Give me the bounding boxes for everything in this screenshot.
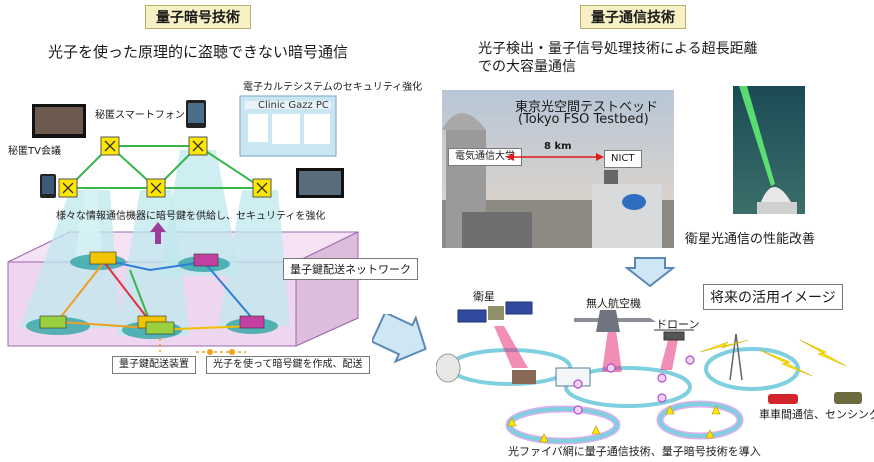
label-distance: 8 km — [544, 141, 572, 152]
label-satellite-improve: 衛星光通信の性能改善 — [685, 232, 816, 247]
ground-station-icon — [436, 353, 536, 384]
qkd-devices — [39, 251, 265, 335]
testbed-subtitle: (Tokyo FSO Testbed) — [518, 112, 649, 127]
crypto-nodes — [58, 136, 272, 198]
device-monitor-right — [296, 168, 344, 198]
building-icon — [555, 367, 591, 387]
label-photon-key: 光子を使って暗号鍵を作成、配送 — [206, 356, 370, 374]
screen-caption: Clinic Gazz PC — [258, 100, 329, 111]
device-smartphone — [186, 100, 206, 128]
label-uav: 無人航空機 — [586, 297, 641, 310]
qkd-network-diagram: Clinic Gazz PC — [7, 95, 359, 355]
label-supply: 様々な情報通信機器に暗号鍵を供給し、セキュリティを強化 — [56, 211, 326, 222]
label-karte: 電子カルテシステムのセキュリティ強化 — [243, 82, 423, 93]
left-header: 量子暗号技術 — [145, 5, 251, 29]
testbed-title: 東京光空間テストベッド — [515, 100, 659, 115]
label-network: 量子鍵配送ネットワーク — [283, 258, 418, 280]
right-subtitle-1: 光子検出・量子信号処理技術による超長距離 — [478, 41, 758, 57]
drone-icon — [654, 329, 694, 341]
device-phone-left — [40, 174, 56, 198]
center-arrow-icon — [372, 314, 427, 364]
label-drone: ドローン — [656, 318, 700, 331]
device-tv — [32, 104, 86, 138]
future-network-illustration — [436, 301, 862, 445]
fiber-rings — [448, 347, 800, 443]
wireless-bolts — [699, 339, 847, 377]
label-satellite: 衛星 — [473, 290, 495, 303]
satellite-icon — [457, 301, 533, 323]
label-device: 量子鍵配送装置 — [112, 356, 196, 374]
label-tv: 秘匿TV会議 — [8, 146, 61, 157]
left-subtitle: 光子を使った原理的に盗聴できない暗号通信 — [48, 43, 349, 61]
beam-4 — [218, 190, 290, 326]
tower-icon — [729, 333, 743, 381]
cars-icon — [768, 392, 862, 404]
quantum-markers — [507, 405, 721, 443]
label-smartphone: 秘匿スマートフォン — [95, 110, 185, 121]
distance-arrow — [506, 153, 604, 161]
device-karte-screen — [239, 95, 337, 157]
supply-arrow-icon — [150, 222, 166, 244]
label-nict: NICT — [604, 150, 642, 168]
beam-3 — [160, 150, 240, 276]
fiber-nodes — [573, 355, 695, 415]
label-v2v: 車車間通信、センシング — [759, 408, 874, 421]
right-header: 量子通信技術 — [580, 5, 686, 29]
label-future: 将来の活用イメージ — [703, 284, 843, 310]
satellite-photo — [733, 86, 805, 214]
uav-icon — [574, 310, 656, 332]
label-fiber: 光ファイバ網に量子通信技術、量子暗号技術を導入 — [508, 445, 761, 458]
testbed-photo — [442, 90, 674, 248]
right-subtitle-2: での大容量通信 — [478, 59, 576, 75]
down-arrow-icon — [625, 257, 675, 288]
